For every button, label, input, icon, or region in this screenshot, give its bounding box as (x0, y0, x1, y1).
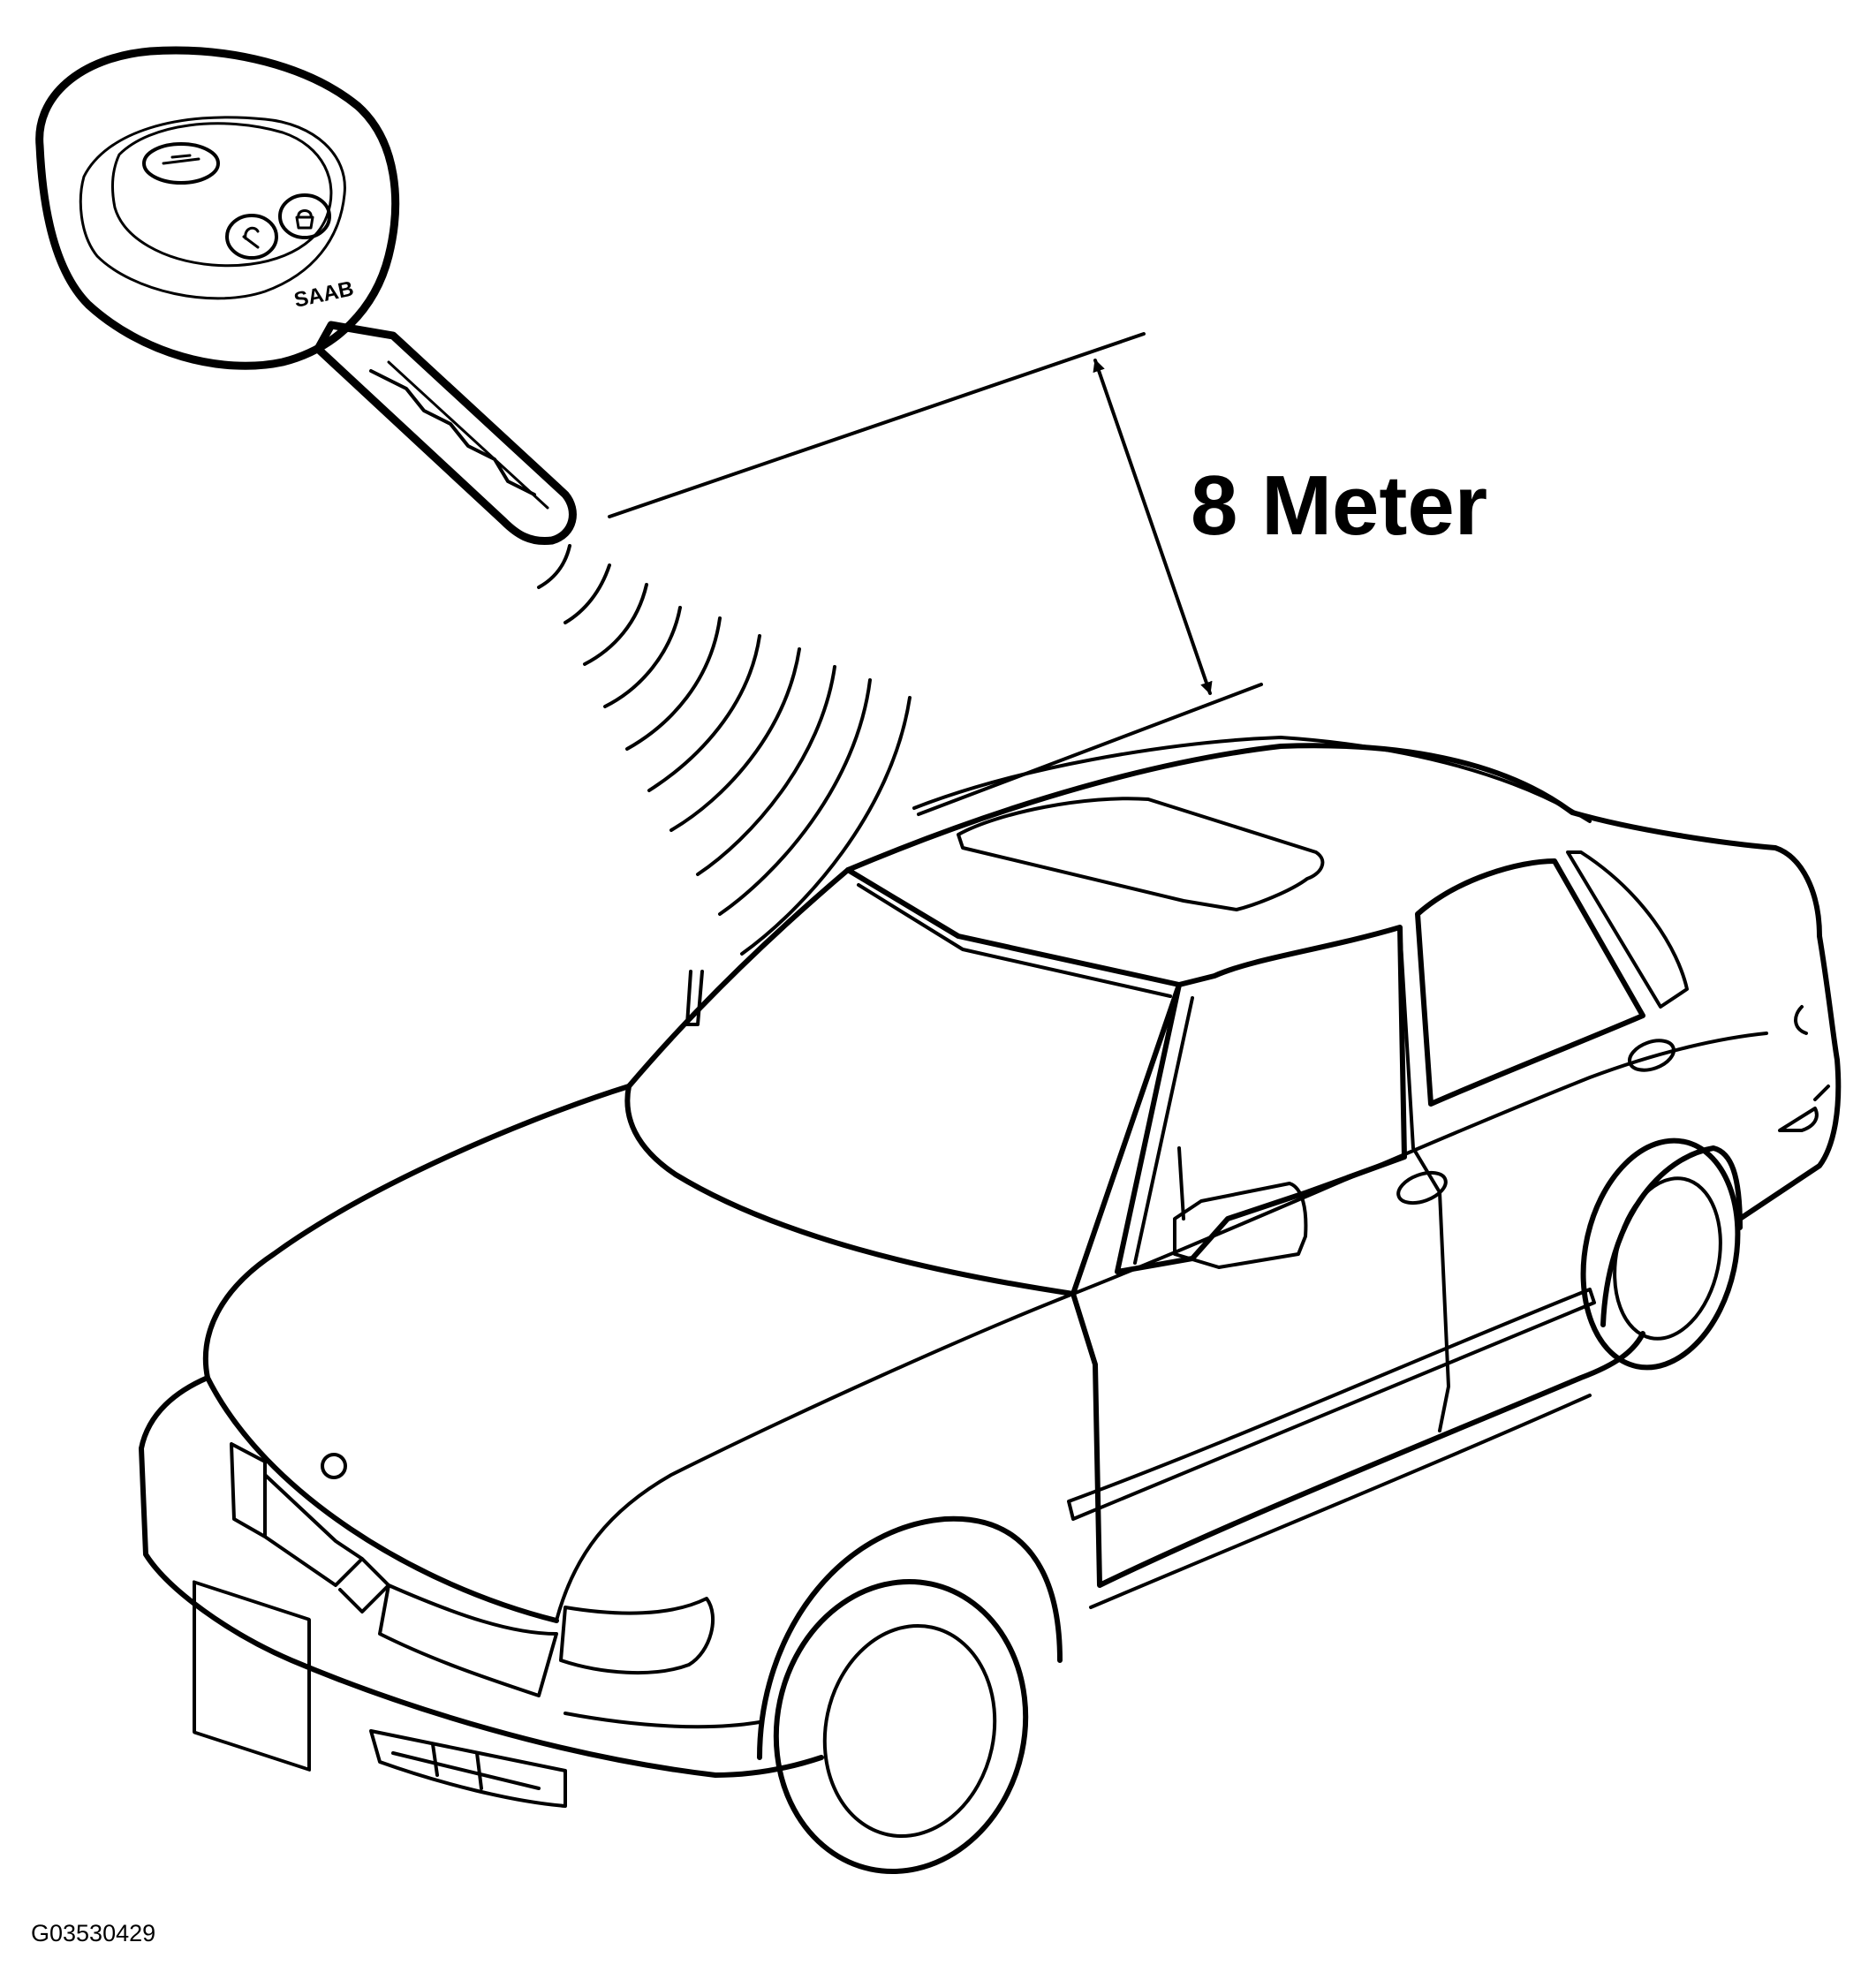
rear-door-handle (1628, 1039, 1676, 1072)
dimension-line-upper (608, 332, 1146, 518)
front-door-window (1115, 925, 1407, 1274)
lock-button (278, 193, 331, 239)
headlight-left (378, 1583, 558, 1697)
signal-wave (603, 606, 682, 708)
rear-wheel (1580, 1137, 1741, 1371)
side-mirror (1173, 1182, 1308, 1269)
signal-wave (696, 665, 836, 876)
front-wheel-arch (757, 1515, 1063, 1760)
rear-light (1794, 1005, 1808, 1035)
antenna (685, 970, 704, 1026)
rear-wheel-rim (1613, 1176, 1722, 1341)
unlock-button (225, 214, 278, 260)
windshield (624, 867, 1182, 1296)
fog-light (369, 1729, 567, 1808)
hood-badge (321, 1453, 347, 1479)
dimension-line-lower (917, 683, 1263, 816)
front-door-handle (1396, 1170, 1448, 1205)
signal-wave (537, 544, 571, 589)
distance-arrow (1093, 359, 1213, 695)
figure-id: G03530429 (31, 1920, 155, 1946)
signal-waves (537, 544, 912, 956)
hood (202, 1084, 632, 1623)
key-blade (314, 321, 577, 546)
distance-dimension: 8 Meter (608, 332, 1487, 816)
rear-door-window (1415, 858, 1645, 1107)
grille (230, 1442, 390, 1614)
headlight-right (559, 1597, 715, 1675)
front-wheel-rim (822, 1623, 997, 1839)
trunk-button (142, 142, 220, 185)
distance-label: 8 Meter (1191, 458, 1487, 553)
signal-wave (583, 583, 648, 666)
signal-wave (669, 647, 801, 832)
trunk-icon (162, 154, 200, 165)
sunroof (957, 797, 1325, 911)
rear-body (1737, 933, 1842, 1221)
lock-icon (295, 209, 314, 230)
signal-wave (740, 696, 912, 956)
brand-logo: SAAB (292, 276, 356, 313)
front-wheel (773, 1579, 1029, 1874)
signal-wave (647, 634, 761, 792)
car (139, 736, 1842, 1874)
side-trim (1067, 1288, 1596, 1521)
car-side (1070, 1291, 1645, 1588)
unlock-icon (242, 226, 260, 249)
license-plate (193, 1580, 311, 1772)
signal-wave (718, 678, 872, 916)
front-bumper (139, 1375, 824, 1778)
signal-wave (564, 563, 611, 624)
key-fob: SAAB (35, 46, 577, 546)
key-fob-inner-shell (79, 116, 346, 300)
rear-quarter-window (1566, 850, 1689, 1009)
signal-wave (625, 616, 722, 751)
car-roof (845, 743, 1822, 939)
key-fob-outline (35, 46, 400, 370)
